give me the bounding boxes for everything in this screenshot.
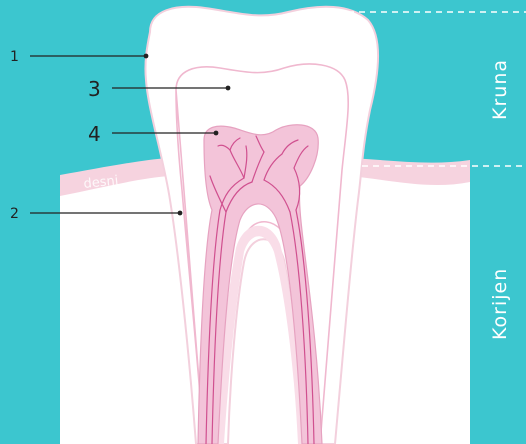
- root-label: Korijen: [489, 268, 511, 340]
- leader-dot-3: [226, 86, 231, 91]
- bone-label: kost: [80, 414, 107, 429]
- leader-dot-2: [178, 211, 183, 216]
- label-3: 3: [88, 77, 101, 101]
- crown-label: Kruna: [489, 59, 511, 120]
- label-2: 2: [10, 206, 19, 222]
- leader-dot-4: [214, 131, 219, 136]
- leader-dot-1: [144, 54, 149, 59]
- label-1: 1: [10, 49, 19, 65]
- label-4: 4: [88, 122, 101, 146]
